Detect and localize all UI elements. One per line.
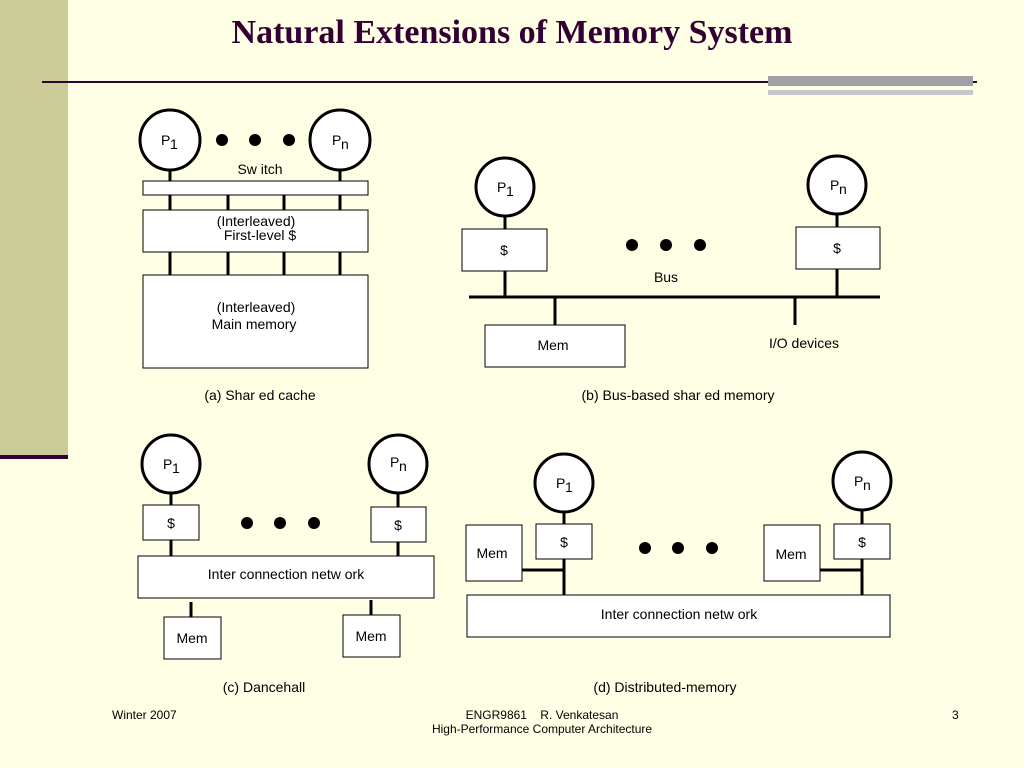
io-devices-label: I/O devices [769, 335, 839, 351]
p1-subscript: 1 [506, 183, 514, 199]
diagram-a-labels: P 1 P n Sw itch (Interleaved) First-leve… [161, 132, 349, 403]
switch-label: Sw itch [237, 161, 282, 177]
p1-label: P [161, 132, 170, 148]
pn-subscript: n [399, 458, 407, 474]
p1-label: P [497, 179, 506, 195]
memory-label-line1: (Interleaved) [217, 299, 296, 315]
p1-subscript: 1 [170, 136, 178, 152]
cache-n-label: $ [394, 517, 402, 533]
diagram-b-labels: P 1 P n $ $ Bus Mem I/O devices (b) Bus-… [497, 177, 847, 403]
left-accent-edge [0, 455, 68, 459]
interconnection-network-box [466, 594, 891, 638]
cache-label-line1: (Interleaved) [217, 213, 296, 229]
ellipsis-dot [694, 239, 706, 251]
pn-label: P [390, 454, 399, 470]
cache-n-label: $ [858, 534, 866, 550]
footer-course: ENGR9861 R. Venkatesan High-Performance … [392, 708, 692, 736]
page-number: 3 [952, 708, 959, 722]
pn-subscript: n [341, 136, 349, 152]
pn-label: P [830, 177, 839, 193]
p1-subscript: 1 [172, 460, 180, 476]
cache-1-box [142, 504, 200, 541]
network-label: Inter connection netw ork [208, 566, 365, 582]
cache-n-box [795, 226, 881, 270]
caption-b: (b) Bus-based shar ed memory [582, 387, 775, 403]
memory-2-label: Mem [775, 546, 806, 562]
memory-1-label: Mem [476, 545, 507, 561]
memory-1-label: Mem [176, 630, 207, 646]
ellipsis-dot [308, 517, 320, 529]
left-accent-bar [0, 0, 68, 458]
diagram-d-labels: P 1 P n $ $ Mem Mem Inter connection net… [476, 473, 870, 695]
p1-subscript: 1 [565, 479, 573, 495]
cache-1-label: $ [560, 534, 568, 550]
ellipsis-dot [706, 542, 718, 554]
slide-title: Natural Extensions of Memory System [231, 14, 793, 51]
cache-label-line2: First-level $ [224, 227, 297, 243]
caption-a: (a) Shar ed cache [204, 387, 315, 403]
network-label: Inter connection netw ork [601, 606, 758, 622]
diagram-a [138, 108, 372, 369]
footer-course-line2: High-Performance Computer Architecture [431, 722, 653, 736]
ellipsis-dot [283, 134, 295, 146]
footer-date: Winter 2007 [112, 708, 177, 722]
interconnection-network-box [137, 555, 435, 599]
memory-box [484, 324, 626, 368]
ellipsis-dot [672, 542, 684, 554]
bus-label: Bus [654, 269, 678, 285]
diagram-d [465, 450, 893, 638]
ellipsis-dot [274, 517, 286, 529]
title-rule-accent-light [768, 90, 973, 95]
caption-d: (d) Distributed-memory [593, 679, 736, 695]
first-level-cache-box [142, 209, 369, 253]
ellipsis-dot [626, 239, 638, 251]
switch-bar [142, 180, 369, 196]
ellipsis-dot [249, 134, 261, 146]
cache-n-label: $ [833, 240, 841, 256]
ellipsis-dot [216, 134, 228, 146]
ellipsis-dot [639, 542, 651, 554]
caption-c: (c) Dancehall [223, 679, 305, 695]
pn-label: P [332, 132, 341, 148]
ellipsis-dot [241, 517, 253, 529]
pn-label: P [854, 473, 863, 489]
ellipsis-dot [660, 239, 672, 251]
main-memory-box [142, 274, 369, 369]
memory-2-box [763, 524, 821, 582]
cache-1-label: $ [167, 515, 175, 531]
title-rule-accent [768, 76, 973, 86]
footer-course-line1: ENGR9861 R. Venkatesan [465, 708, 619, 722]
diagram-c [137, 433, 435, 660]
diagram-c-labels: P 1 P n $ $ Inter connection netw ork Me… [163, 454, 407, 695]
pn-subscript: n [839, 181, 847, 197]
p1-label: P [556, 475, 565, 491]
diagram-b [461, 154, 881, 368]
memory-2-box [342, 614, 401, 658]
memory-label: Mem [537, 337, 568, 353]
memory-1-box [163, 616, 222, 660]
cache-1-box [461, 228, 548, 272]
memory-2-label: Mem [355, 628, 386, 644]
pn-subscript: n [863, 477, 871, 493]
title-rule [42, 81, 977, 83]
cache-1-label: $ [500, 242, 508, 258]
p1-label: P [163, 456, 172, 472]
memory-1-box [465, 524, 523, 582]
memory-label-line2: Main memory [212, 316, 297, 332]
cache-n-box [370, 506, 427, 543]
